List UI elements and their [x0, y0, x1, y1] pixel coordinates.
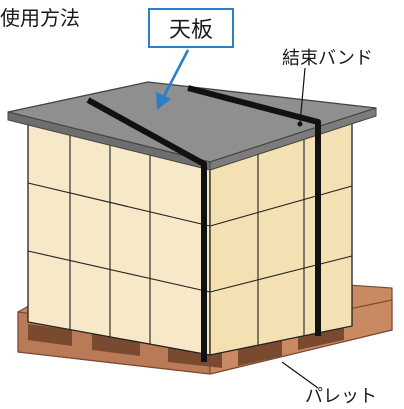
page-title: 使用方法: [0, 6, 80, 30]
top-board-callout: 天板: [148, 8, 234, 48]
top-board-arrow: [156, 49, 190, 110]
binding-band-label: 結束バンド: [282, 48, 373, 69]
pallet-leader-line: [281, 361, 319, 389]
top-board-label: 天板: [168, 18, 213, 43]
band-leader-dot: [297, 121, 303, 127]
binding-bands: [86, 85, 321, 362]
band-leader-line: [299, 67, 306, 125]
pallet-label: パレット: [305, 386, 377, 407]
